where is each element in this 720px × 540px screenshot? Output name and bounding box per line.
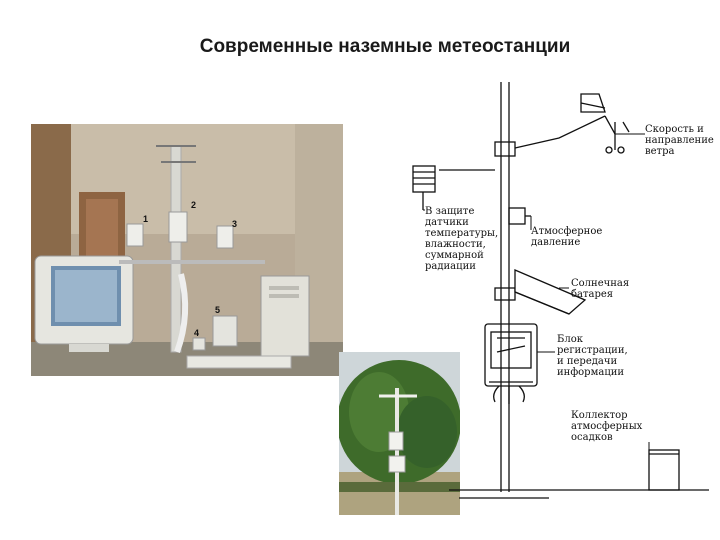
weather-station-lab-photo: 1 2 3 4 5 [31, 124, 343, 376]
lab-photo-number-3: 3 [232, 219, 238, 229]
label-precip: Коллектор атмосферных осадков [571, 410, 643, 443]
slide-title: Современные наземные метеостанции [199, 36, 571, 57]
label-logger: Блок регистрации, и передачи информации [557, 334, 628, 378]
lab-photo-number-5: 5 [215, 305, 221, 315]
lab-photo-number-2: 2 [191, 200, 197, 210]
weather-station-field-photo [339, 352, 460, 515]
label-sensors: В защите датчики температуры, влажности,… [425, 206, 499, 272]
label-pressure: Атмосферное давление [531, 226, 603, 248]
lab-photo-illustration [31, 124, 343, 376]
field-photo-illustration [339, 352, 460, 515]
weather-station-diagram: Скорость и направление ветра В защите да… [409, 82, 720, 522]
diagram-drawing [412, 82, 709, 499]
label-wind: Скорость и направление ветра [645, 124, 714, 157]
lab-photo-number-1: 1 [143, 214, 149, 224]
label-solar: Солнечная батарея [571, 278, 630, 300]
lab-photo-number-4: 4 [194, 328, 200, 338]
